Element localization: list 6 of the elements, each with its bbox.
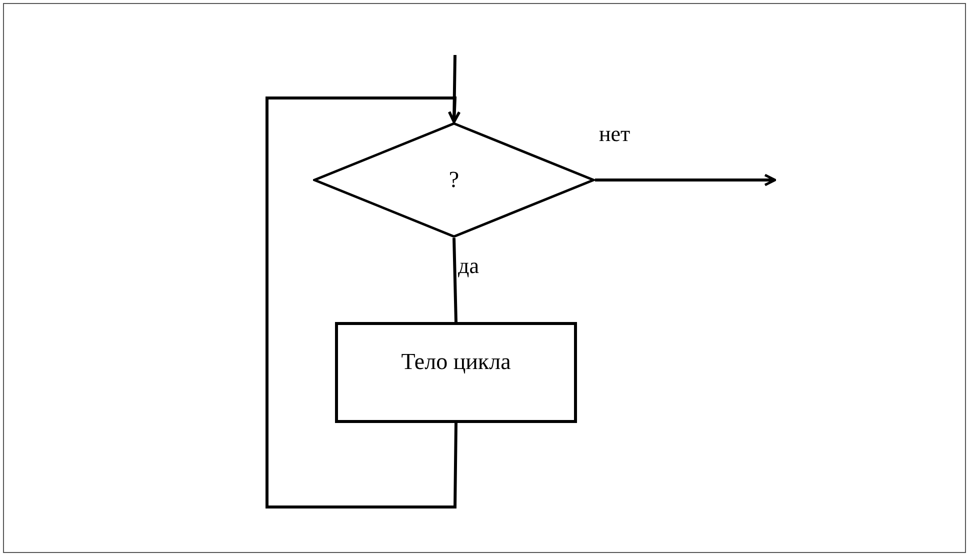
arrow <box>448 54 460 124</box>
node-text: Тело цикла <box>401 348 511 376</box>
arrow <box>595 174 776 186</box>
arrow <box>266 96 461 508</box>
node-text: ? <box>448 166 460 194</box>
connector-line <box>452 238 458 322</box>
